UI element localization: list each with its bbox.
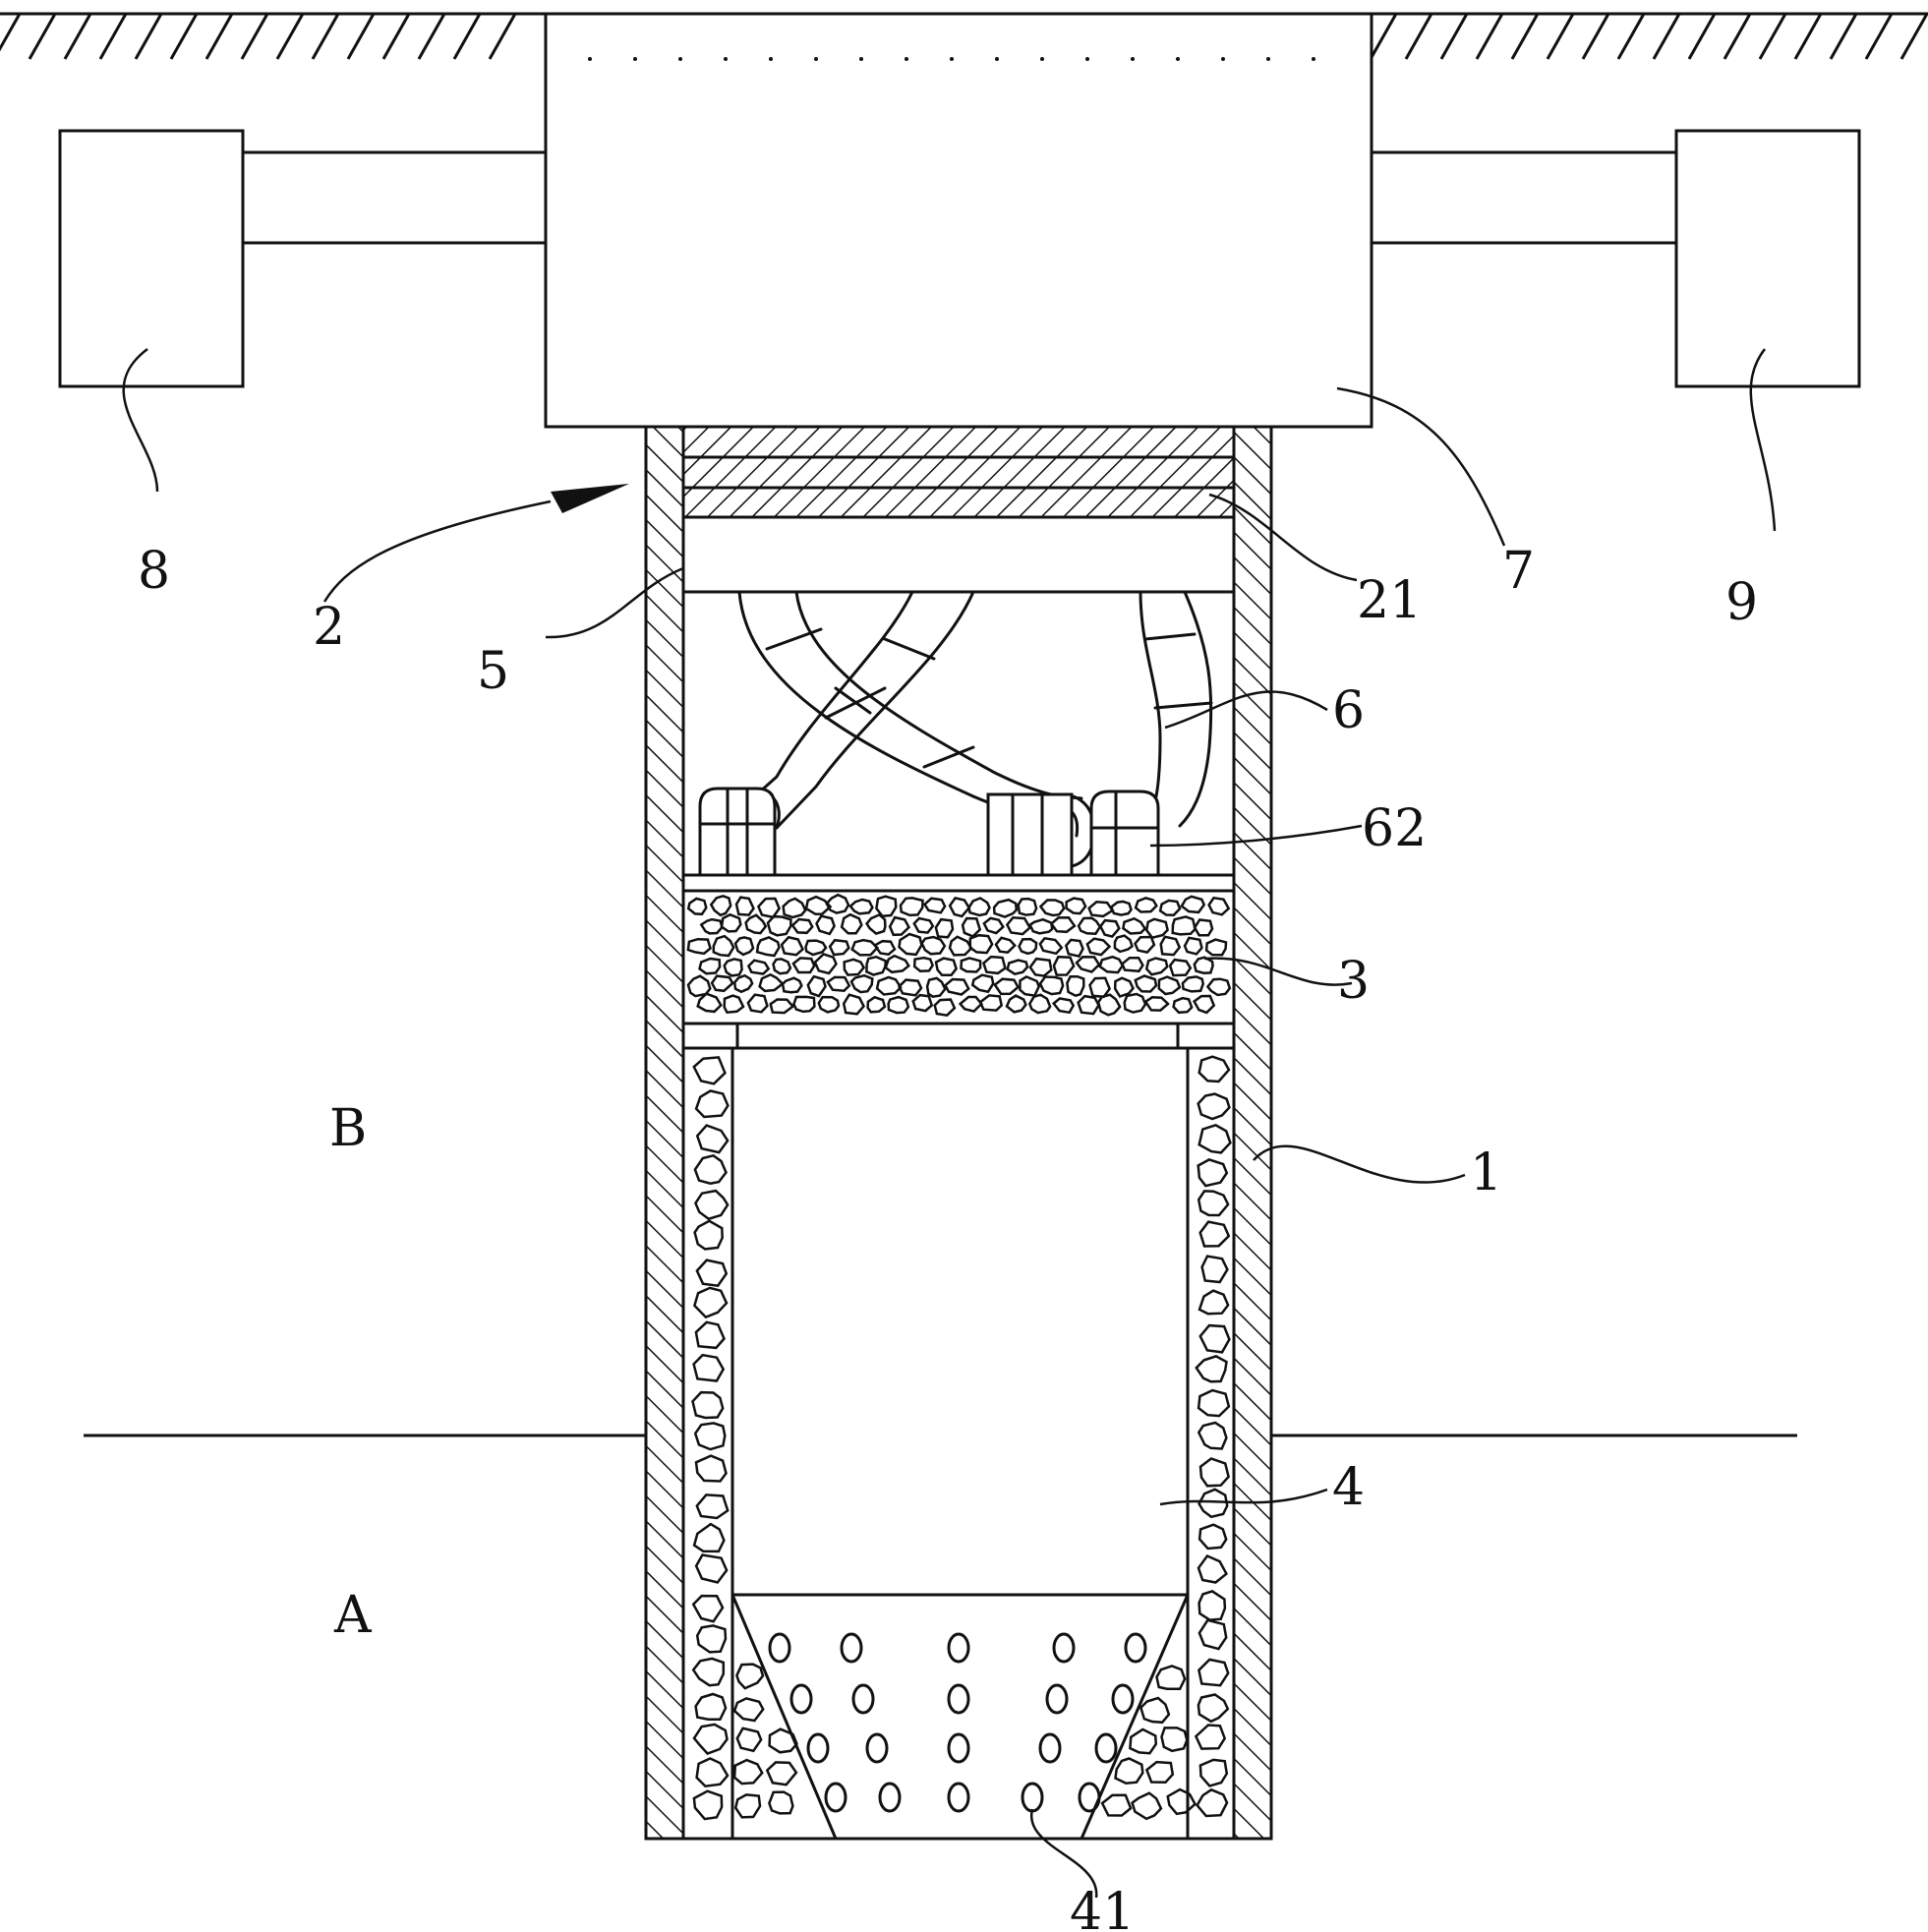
arrow-2-head [551, 484, 629, 513]
label-2: 2 [313, 598, 345, 657]
right-connector-pipe [1372, 152, 1676, 243]
label-9: 9 [1725, 573, 1758, 632]
unit-9 [1676, 131, 1859, 386]
label-zone-b: B [329, 1099, 367, 1158]
housing-7 [546, 14, 1372, 427]
label-5: 5 [477, 642, 509, 701]
left-connector-pipe [243, 152, 546, 243]
label-8: 8 [138, 542, 170, 601]
label-62: 62 [1362, 799, 1427, 858]
plate-5 [683, 517, 1234, 592]
support-blocks [683, 1024, 1234, 1048]
label-zone-a: A [333, 1586, 373, 1645]
cap-21 [683, 427, 1234, 517]
label-21: 21 [1357, 571, 1422, 630]
pipe-base-plate [683, 875, 1234, 891]
label-6: 6 [1332, 681, 1365, 740]
well-wall-left [646, 427, 683, 1839]
label-3: 3 [1337, 952, 1370, 1011]
label-4: 4 [1332, 1458, 1365, 1517]
label-1: 1 [1470, 1143, 1502, 1202]
fittings-62 [700, 789, 1158, 875]
label-7: 7 [1502, 542, 1535, 601]
unit-8 [60, 131, 243, 386]
well-wall-right [1234, 427, 1271, 1839]
label-41: 41 [1070, 1883, 1135, 1932]
filter-tube-4 [732, 1048, 1188, 1839]
